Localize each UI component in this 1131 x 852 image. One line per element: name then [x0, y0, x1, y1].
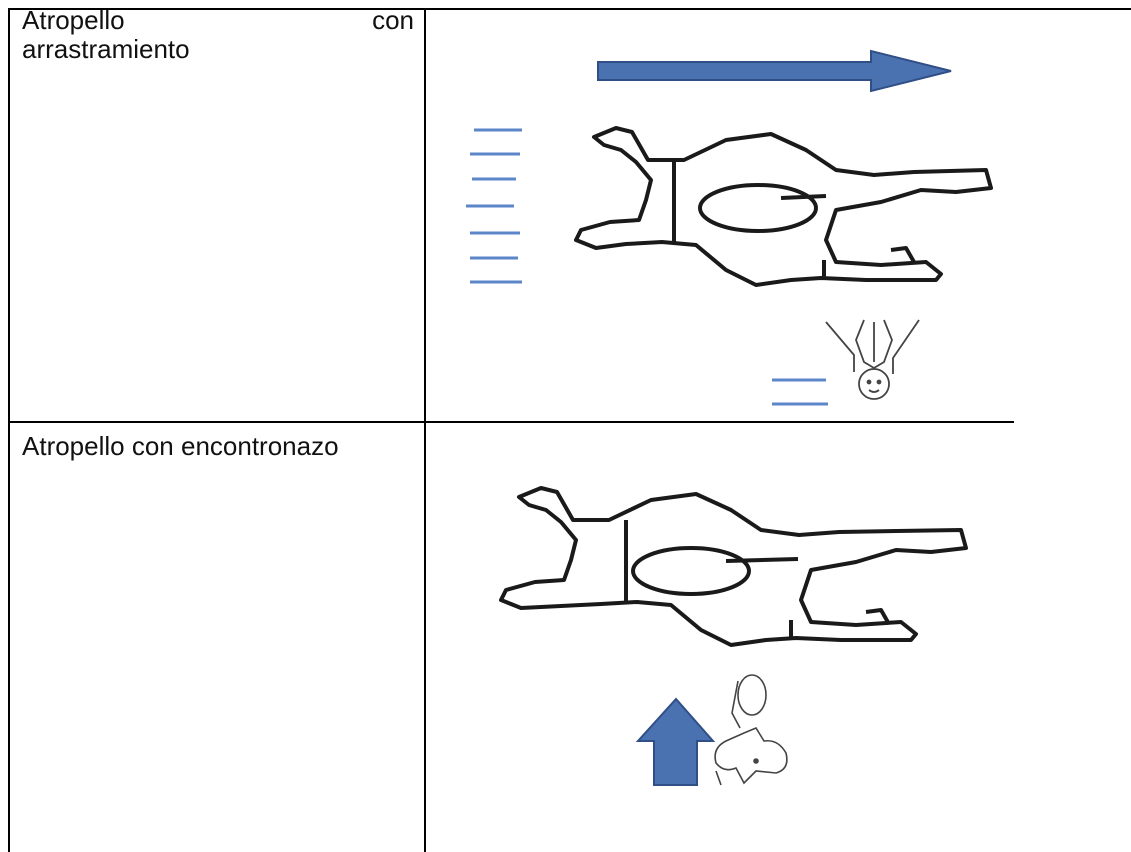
table-border-left — [8, 8, 10, 852]
arrow-right-icon — [597, 49, 952, 93]
car-topview-icon — [574, 126, 993, 287]
car-topview-icon — [499, 486, 968, 647]
row1-label-line2: arrastramiento — [22, 34, 190, 64]
row1-label-word2: con — [372, 5, 414, 35]
arrow-up-icon — [635, 697, 716, 786]
pedestrian-icon — [825, 319, 920, 400]
motion-lines-icon — [466, 128, 828, 406]
row1-figure — [466, 49, 993, 406]
table-border-top — [8, 8, 1131, 10]
row1-label: Atropello con arrastramiento — [22, 6, 414, 64]
row2-figure — [499, 486, 968, 786]
table-row-divider — [8, 421, 1014, 423]
row2-label: Atropello con encontronazo — [22, 431, 339, 461]
table-column-divider — [424, 8, 426, 852]
row1-label-word1: Atropello — [22, 5, 125, 35]
pedestrian-icon — [714, 674, 788, 786]
